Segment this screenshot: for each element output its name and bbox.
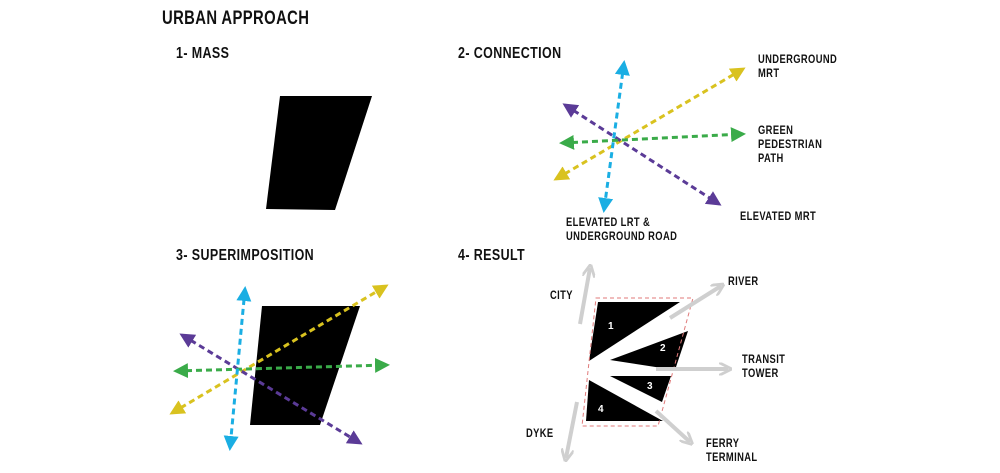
plot-4-number: 4: [598, 404, 604, 415]
elevated-lrt-arrow: [598, 60, 630, 213]
label-line: MRT: [758, 66, 780, 80]
label-transit-tower: TRANSIT TOWER: [742, 352, 785, 380]
elevated-mrt-arrow: [562, 103, 722, 206]
superimposed-mass-block: [250, 306, 360, 425]
label-line: FERRY: [706, 436, 740, 450]
ferry-terminal-arrow: [654, 409, 690, 442]
label-line: CITY: [550, 288, 573, 302]
label-line: PEDESTRIAN: [758, 137, 823, 151]
mass-block: [266, 96, 372, 210]
city-arrow: [578, 268, 590, 325]
label-ferry-terminal: FERRY TERMINAL: [706, 436, 757, 464]
label-line: TERMINAL: [706, 450, 758, 464]
plot-2-number: 2: [660, 343, 666, 354]
label-line: PATH: [758, 151, 784, 165]
label-line: UNDERGROUND ROAD: [566, 229, 678, 243]
underground-mrt-arrow: [553, 67, 746, 181]
dyke-arrow: [566, 401, 579, 458]
label-elevated-mrt: ELEVATED MRT: [740, 209, 816, 223]
page-title: URBAN APPROACH: [162, 8, 310, 29]
label-river: RIVER: [728, 274, 759, 288]
label-line: ELEVATED MRT: [740, 209, 817, 223]
site-boundary: [581, 297, 694, 427]
label-line: DYKE: [526, 426, 554, 440]
label-line: TRANSIT: [742, 352, 786, 366]
label-dyke: DYKE: [526, 426, 554, 440]
label-line: RIVER: [728, 274, 759, 288]
plot-3-number: 3: [647, 381, 653, 392]
superimposed-arrows: [169, 284, 390, 451]
heading-mass: 1- MASS: [176, 45, 230, 62]
plot-2: [610, 331, 688, 370]
label-underground-mrt: UNDERGROUND MRT: [758, 52, 837, 80]
label-line: TOWER: [742, 366, 779, 380]
elevated-lrt-arrow: [223, 286, 252, 451]
connection-arrows: [553, 60, 746, 213]
plot-3: [610, 376, 671, 402]
heading-superimposition: 3- SUPERIMPOSITION: [176, 247, 315, 264]
plot-4: [586, 380, 663, 421]
heading-result: 4- RESULT: [458, 247, 526, 264]
result-plan: 1 2 3 4: [566, 268, 728, 458]
label-line: ELEVATED LRT &: [566, 215, 651, 229]
label-line: UNDERGROUND: [758, 52, 838, 66]
green-path-arrow: [173, 357, 390, 379]
river-arrow: [668, 286, 721, 320]
label-elevated-lrt: ELEVATED LRT & UNDERGROUND ROAD: [566, 215, 677, 243]
heading-connection: 2- CONNECTION: [458, 45, 562, 62]
green-path-arrow: [559, 127, 746, 150]
label-line: GREEN: [758, 123, 794, 137]
elevated-mrt-arrow: [179, 333, 363, 445]
plot-1-number: 1: [608, 321, 614, 332]
label-city: CITY: [550, 288, 573, 302]
plot-1: [589, 302, 680, 361]
label-green-pedestrian-path: GREEN PEDESTRIAN PATH: [758, 123, 822, 165]
